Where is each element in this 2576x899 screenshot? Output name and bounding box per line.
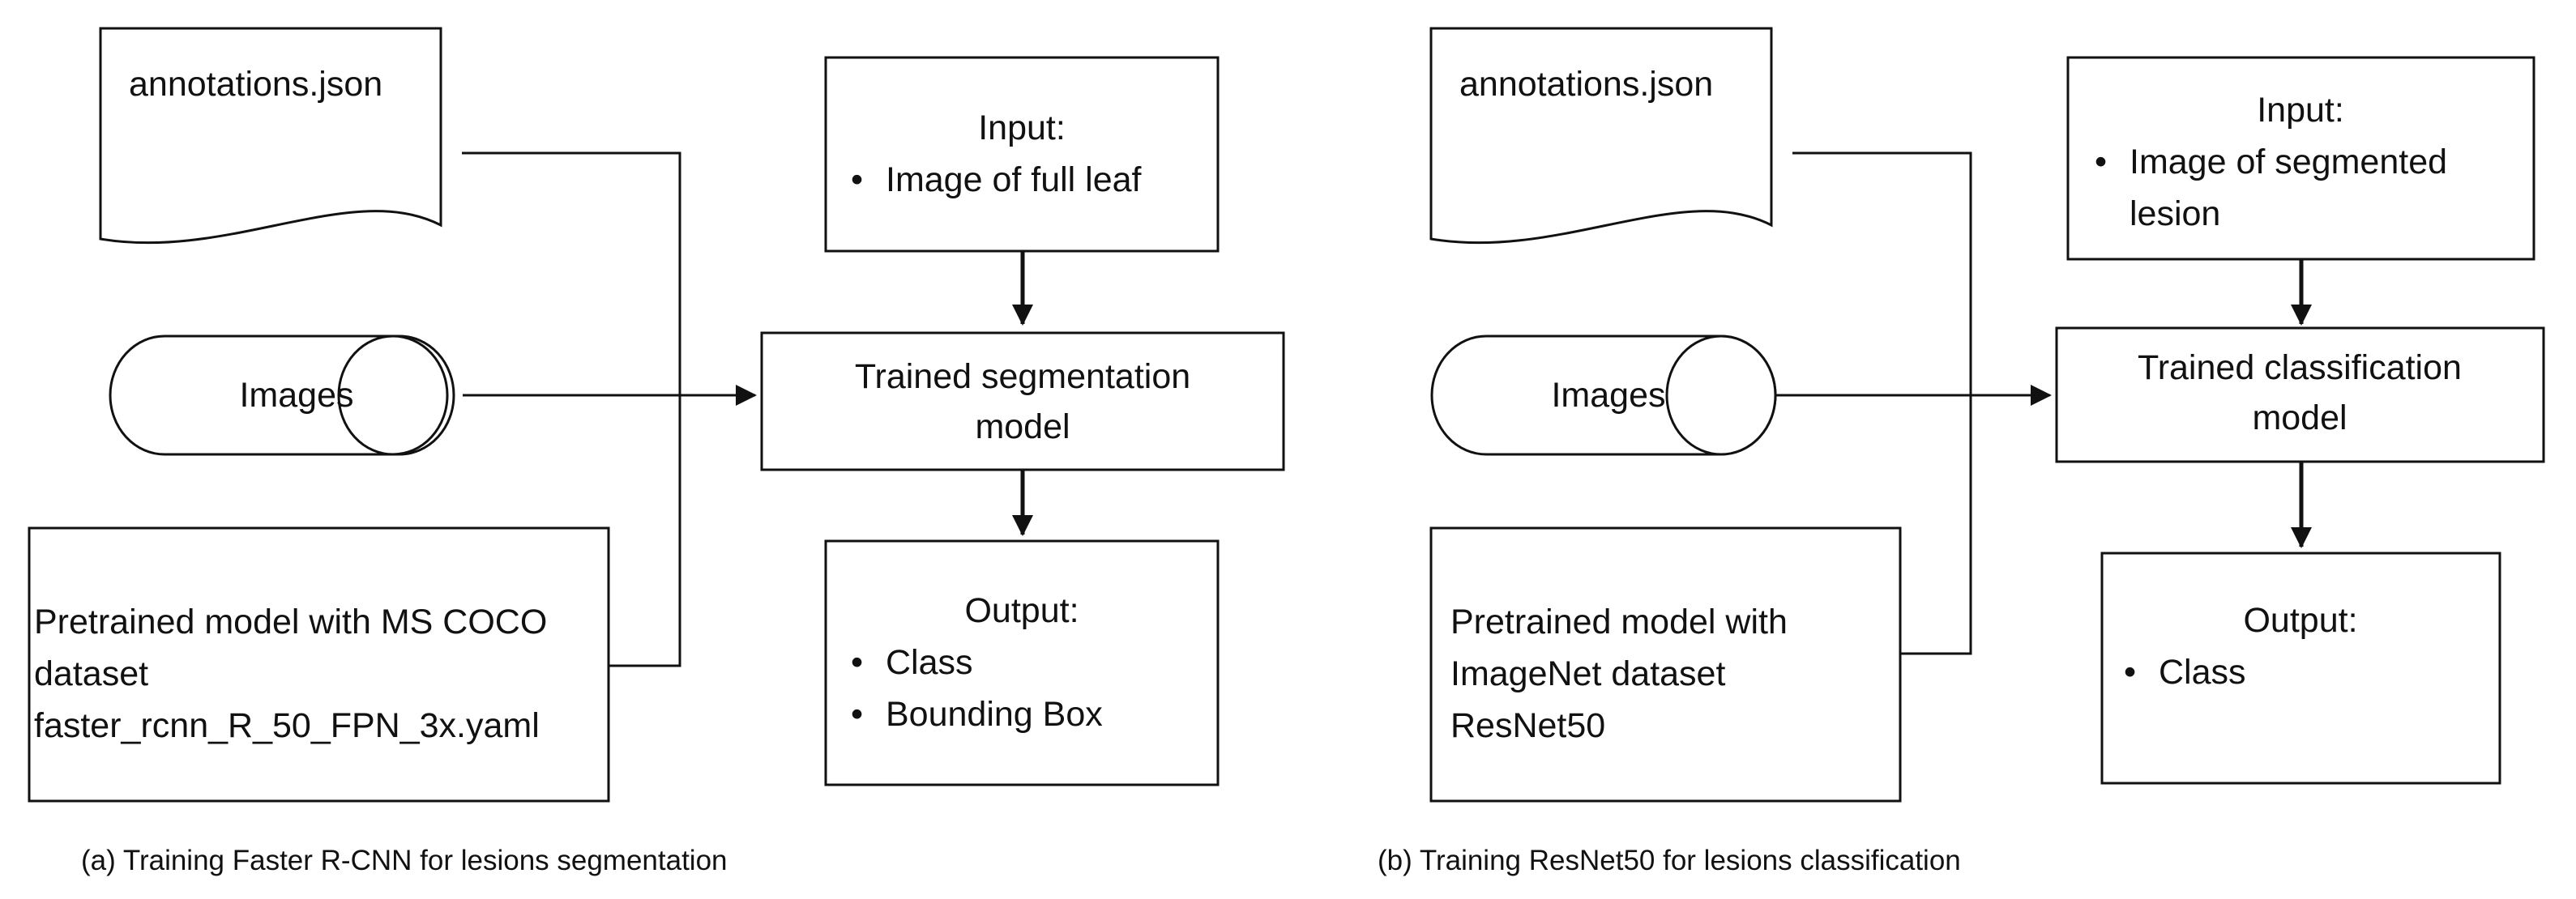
- annotations-document-a: annotations.json: [99, 27, 442, 245]
- pretrained-line2-b: ImageNet dataset: [1450, 654, 1725, 693]
- segmentation-model-line1: Trained segmentation: [855, 357, 1190, 396]
- output-bullet-b-0: •: [2124, 653, 2136, 692]
- input-item-a-0: Image of full leaf: [886, 160, 1143, 199]
- output-box-b: Output: • Class: [2100, 552, 2501, 785]
- caption-b: (b) Training ResNet50 for lesions classi…: [1378, 845, 1961, 876]
- trained-classification-model-box: Trained classification model: [2055, 326, 2545, 463]
- pretrained-model-box-b: Pretrained model with ImageNet dataset R…: [1429, 526, 1902, 803]
- annotations-connector-b: [1792, 151, 1972, 655]
- input-item-b-1: lesion: [2130, 194, 2220, 233]
- annotations-connector-a: [462, 151, 681, 395]
- output-box-a: Output: • Class • Bounding Box: [824, 539, 1220, 786]
- annotations-document-b: annotations.json: [1429, 27, 1773, 245]
- input-title-a: Input:: [978, 109, 1066, 147]
- pretrained-model-box-a: Pretrained model with MS COCO dataset fa…: [28, 526, 610, 803]
- images-label-b: Images: [1551, 376, 1665, 415]
- input-bullet-a-0: •: [851, 160, 863, 199]
- panel-a: annotations.json Images Pretrained model…: [28, 27, 1285, 876]
- annotations-label-b: annotations.json: [1459, 65, 1713, 104]
- caption-a: (a) Training Faster R-CNN for lesions se…: [81, 845, 728, 876]
- output-item-b-0: Class: [2159, 653, 2246, 692]
- pretrained-line3-b: ResNet50: [1450, 706, 1605, 745]
- images-datastore-a: Images: [109, 334, 455, 456]
- annotations-label-a: annotations.json: [129, 65, 382, 104]
- pretrained-line1-b: Pretrained model with: [1450, 603, 1788, 641]
- output-title-a: Output:: [964, 591, 1079, 630]
- output-bullet-a-0: •: [851, 643, 863, 682]
- output-title-b: Output:: [2243, 601, 2357, 640]
- panel-b: annotations.json Images Pretrained model…: [1378, 27, 2545, 876]
- output-item-a-0: Class: [886, 643, 973, 682]
- classification-model-line2: model: [2252, 398, 2347, 437]
- pretrained-connector-a: [609, 395, 681, 667]
- trained-segmentation-model-box: Trained segmentation model: [760, 331, 1285, 471]
- segmentation-model-line2: model: [975, 407, 1070, 446]
- input-title-b: Input:: [2257, 91, 2344, 130]
- input-box-a: Input: • Image of full leaf: [824, 56, 1220, 253]
- output-bullet-a-1: •: [851, 695, 863, 734]
- input-item-b-0: Image of segmented: [2130, 143, 2447, 181]
- pretrained-line1-a: Pretrained model with MS COCO: [34, 603, 547, 641]
- input-box-b: Input: • Image of segmented lesion: [2066, 56, 2535, 261]
- pretrained-line2-a: dataset: [34, 654, 148, 693]
- output-item-a-1: Bounding Box: [886, 695, 1103, 734]
- pretrained-line3-a: faster_rcnn_R_50_FPN_3x.yaml: [34, 706, 540, 745]
- images-datastore-b: Images: [1430, 334, 1777, 456]
- input-bullet-b-0: •: [2095, 143, 2107, 181]
- classification-model-line1: Trained classification: [2138, 348, 2462, 387]
- images-label-a: Images: [239, 376, 353, 415]
